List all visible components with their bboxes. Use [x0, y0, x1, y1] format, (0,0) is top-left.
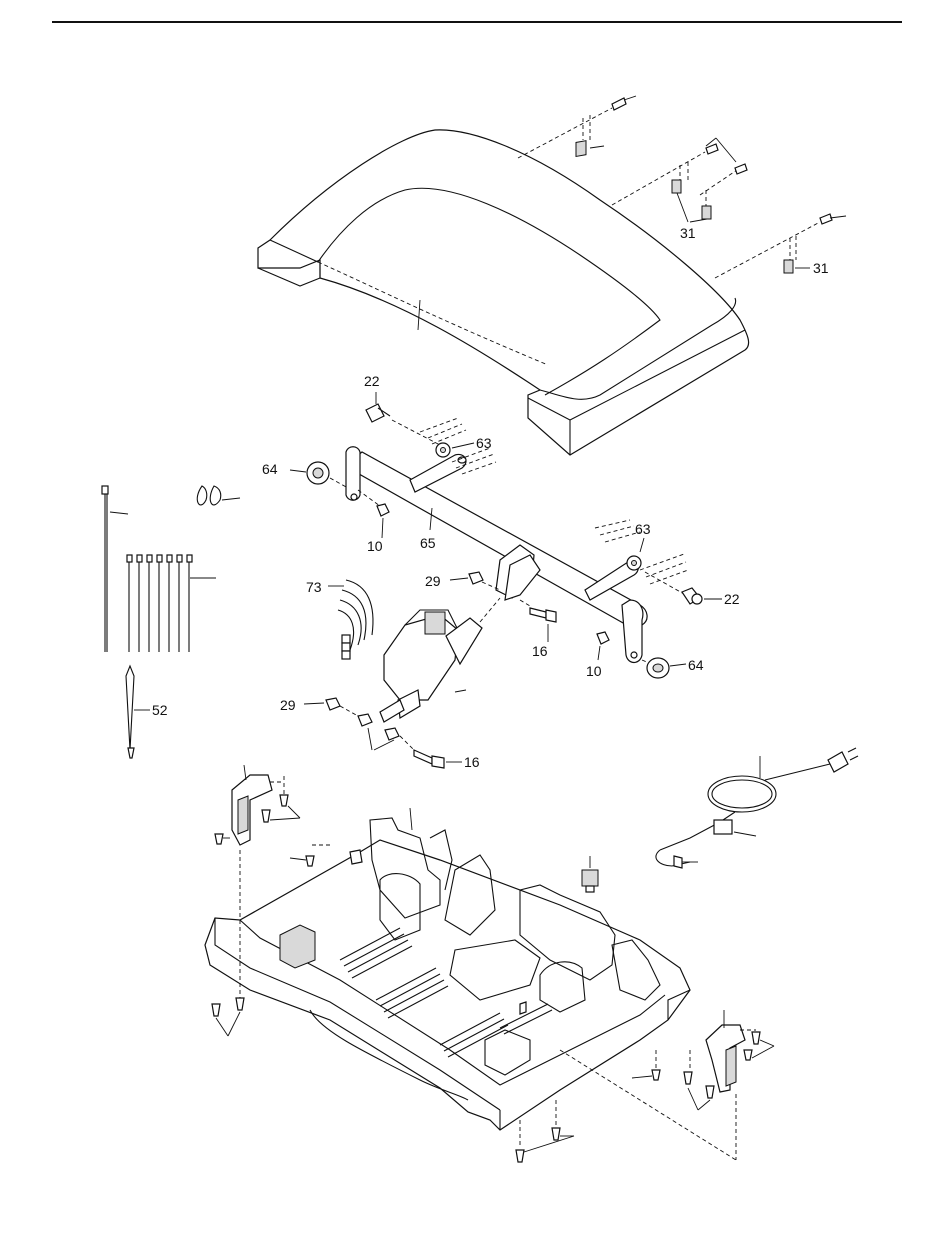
- callout-31-lower: 31: [813, 260, 829, 276]
- wire-harness: 73: [306, 579, 373, 659]
- callout-52: 52: [152, 702, 168, 718]
- callout-29-upper: 29: [425, 573, 441, 589]
- callout-64-lower: 64: [688, 657, 704, 673]
- callout-31-upper: 31: [680, 225, 696, 241]
- callout-63-upper: 63: [476, 435, 492, 451]
- callout-64-upper: 64: [262, 461, 278, 477]
- callout-63-lower: 63: [635, 521, 651, 537]
- callout-73: 73: [306, 579, 322, 595]
- cable-ties: 52: [102, 486, 240, 758]
- power-cord: [656, 748, 858, 868]
- motor-bolt-lower: 29 16: [280, 697, 480, 770]
- axle-bolt-upper: 22 63: [364, 373, 496, 474]
- callout-16-lower: 16: [464, 754, 480, 770]
- lift-motor: [380, 598, 500, 722]
- callout-16-upper: 16: [532, 643, 548, 659]
- micro-switch: [582, 856, 598, 892]
- callout-10-upper: 10: [367, 538, 383, 554]
- callout-65: 65: [420, 535, 436, 551]
- callout-10-lower: 10: [586, 663, 602, 679]
- lift-frame: 65: [346, 447, 647, 663]
- small-tie-bundle: [127, 555, 216, 652]
- callout-22-upper: 22: [364, 373, 380, 389]
- callout-29-lower: 29: [280, 697, 296, 713]
- motor-base-pan: [205, 808, 690, 1130]
- callout-22-lower: 22: [724, 591, 740, 607]
- motor-hood: [258, 130, 749, 455]
- wheel-lower: 10 64: [586, 632, 704, 679]
- twist-clips: [197, 486, 240, 505]
